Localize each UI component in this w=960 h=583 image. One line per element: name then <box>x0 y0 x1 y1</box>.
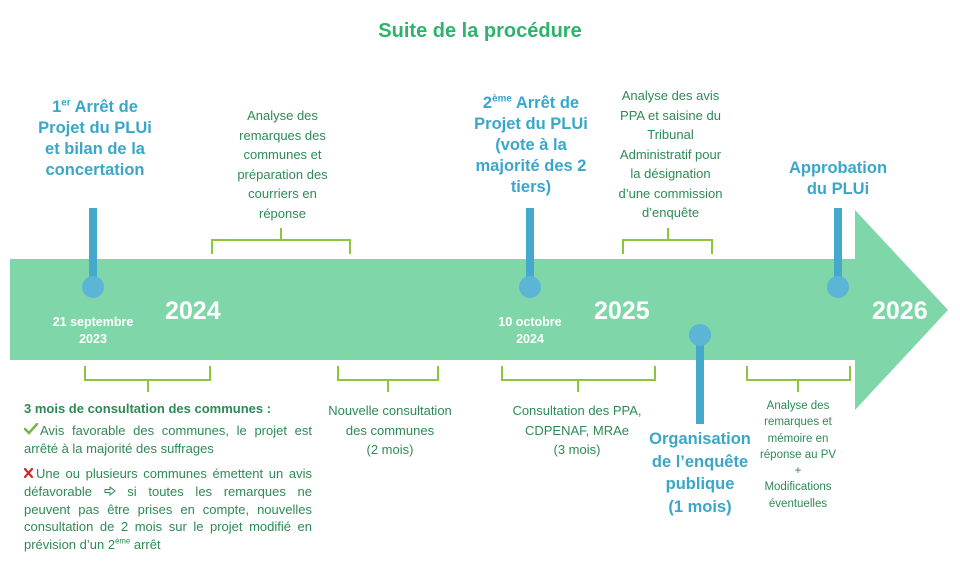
consultation-block: 3 mois de consultation des communes : Av… <box>23 401 312 553</box>
defavorable-text-2: si toutes les remarques ne peuvent pas ê… <box>24 483 312 552</box>
cross-icon <box>23 465 36 483</box>
note-line: réponse au PV <box>759 448 837 461</box>
year-2024: 2024 <box>165 297 221 325</box>
note-line: la désignation <box>630 166 711 181</box>
arrow-right-icon <box>104 483 116 501</box>
note-line: Analyse des <box>766 400 830 412</box>
milestone-second-arret: 2ème Arrêt de Projet du PLUi (vote à la … <box>456 93 606 198</box>
note-line: courriers en <box>248 186 317 201</box>
milestone-enquete: Organisation de l’enquête publique (1 mo… <box>638 428 762 518</box>
date-first-line1: 21 septembre <box>52 315 134 329</box>
date-first-arret: 21 septembre 2023 <box>33 314 153 348</box>
note-line: Administratif pour <box>619 146 722 162</box>
year-2026: 2026 <box>872 297 928 325</box>
milestone-second-line5: tiers) <box>510 178 552 196</box>
bullet-defavorable: Une ou plusieurs communes émettent un av… <box>23 465 312 553</box>
milestone-first-line4: concertation <box>45 161 145 179</box>
milestone-approbation: Approbation du PLUi <box>768 158 908 200</box>
pin-stem-2024 <box>526 208 534 286</box>
bracket-bottom-nouvelle <box>337 366 439 392</box>
bracket-bottom-pv <box>746 366 851 392</box>
defavorable-text-3: arrêt <box>130 536 161 552</box>
bracket-top-analyse-remarques <box>211 228 351 254</box>
note-analyse-remarques: Analyse des remarques des communes et pr… <box>210 106 355 223</box>
pin-dot-2023 <box>82 276 104 298</box>
approbation-line1: Approbation <box>788 159 888 177</box>
milestone-first-line1: 1er Arrêt de <box>52 97 138 116</box>
year-2025: 2025 <box>594 297 650 325</box>
milestone-first-line2: Projet du PLUi <box>38 119 152 137</box>
note-line: d’enquête <box>641 205 700 220</box>
pin-dot-2024 <box>519 276 541 298</box>
pin-stem-2023 <box>89 208 97 286</box>
enquete-line3: publique <box>665 475 735 493</box>
pin-dot-enquete <box>689 324 711 346</box>
pin-stem-enquete <box>696 336 704 424</box>
bracket-bottom-ppa <box>501 366 656 392</box>
pin-dot-approbation <box>827 276 849 298</box>
milestone-second-line4: majorité des 2 <box>475 157 587 175</box>
note-line: (2 mois) <box>366 442 414 457</box>
date-second-arret: 10 octobre 2024 <box>470 314 590 348</box>
note-line: des communes <box>345 422 435 438</box>
note-analyse-avis: Analyse des avis PPA et saisine du Tribu… <box>598 86 743 223</box>
defavorable-text-1: Une ou plusieurs communes émettent un av… <box>24 466 312 499</box>
pin-stem-approbation <box>834 208 842 286</box>
note-line: remarques des <box>239 127 326 143</box>
date-second-line1: 10 octobre <box>498 315 562 329</box>
note-line: + <box>794 465 802 478</box>
note-line: Analyse des <box>247 108 318 123</box>
consultation-title: 3 mois de consultation des communes : <box>24 401 272 416</box>
note-nouvelle-consultation: Nouvelle consultation des communes (2 mo… <box>312 401 468 460</box>
milestone-second-line2: Projet du PLUi <box>474 115 588 133</box>
note-line: CDPENAF, MRAe <box>524 422 630 438</box>
note-line: éventuelles <box>768 497 828 510</box>
bracket-bottom-consultation <box>84 366 211 392</box>
note-line: d’une commission <box>618 185 723 201</box>
enquete-line2: de l’enquête <box>651 452 749 471</box>
enquete-line1: Organisation <box>649 430 751 448</box>
note-line: réponse <box>259 205 306 221</box>
note-line: Tribunal <box>647 127 694 142</box>
note-line: Modifications <box>764 481 832 494</box>
note-line: communes et <box>243 147 322 162</box>
note-line: remarques et <box>764 416 832 429</box>
note-line: (3 mois) <box>553 442 601 457</box>
approbation-line2: du PLUi <box>806 180 870 198</box>
bullet-favorable: Avis favorable des communes, le projet e… <box>23 422 312 457</box>
date-first-line2: 2023 <box>79 332 107 346</box>
milestone-second-line1: 2ème Arrêt de <box>482 93 580 112</box>
note-analyse-pv: Analyse des remarques et mémoire en répo… <box>744 398 852 512</box>
note-line: Consultation des PPA, <box>512 403 642 418</box>
enquete-line4: (1 mois) <box>668 497 732 516</box>
note-line: PPA et saisine du <box>620 107 721 123</box>
milestone-second-line3: (vote à la <box>495 136 567 154</box>
page-title: Suite de la procédure <box>378 20 582 42</box>
note-line: Analyse des avis <box>621 88 720 103</box>
milestone-first-line3: et bilan de la <box>45 140 145 158</box>
defavorable-sup: ème <box>115 536 131 546</box>
note-consultation-ppa: Consultation des PPA, CDPENAF, MRAe (3 m… <box>492 401 662 460</box>
bracket-top-analyse-avis <box>622 228 713 254</box>
timeline-arrow <box>10 210 948 410</box>
check-icon <box>23 422 40 440</box>
date-second-line2: 2024 <box>516 332 544 346</box>
note-line: préparation des <box>237 166 328 182</box>
milestone-first-arret: 1er Arrêt de Projet du PLUi et bilan de … <box>20 97 170 181</box>
favorable-text: Avis favorable des communes, le projet e… <box>24 423 312 456</box>
note-line: Nouvelle consultation <box>328 403 452 418</box>
note-line: mémoire en <box>767 432 829 445</box>
